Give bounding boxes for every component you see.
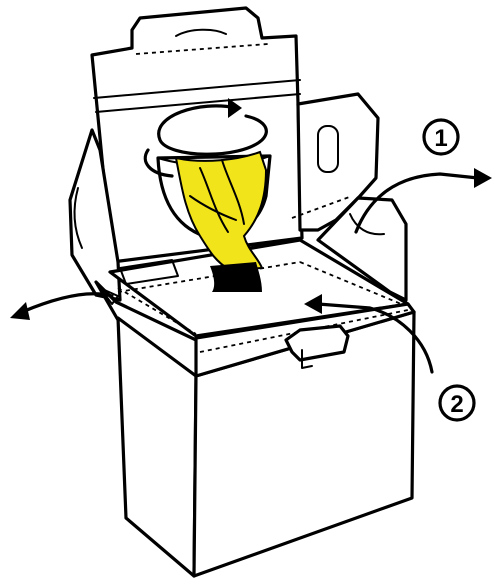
svg-text:2: 2 xyxy=(450,391,463,418)
right-handle-slot xyxy=(318,126,338,172)
bag-twist-base xyxy=(210,262,262,292)
svg-text:1: 1 xyxy=(434,125,447,152)
step-marker-1: 1 xyxy=(424,120,458,154)
step-marker-2: 2 xyxy=(440,386,474,420)
curved-arrow-icon-left xyxy=(10,294,112,320)
